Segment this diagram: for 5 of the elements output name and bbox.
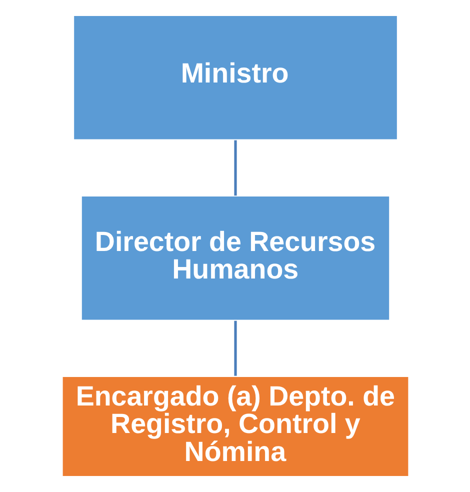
node-box: Encargado (a) Depto. de Registro, Control y Nómina xyxy=(60,375,410,478)
node-box: Director de Recursos Humanos xyxy=(80,194,390,322)
connector xyxy=(234,140,236,196)
connector xyxy=(234,320,236,376)
node-box: Ministro xyxy=(72,14,398,141)
